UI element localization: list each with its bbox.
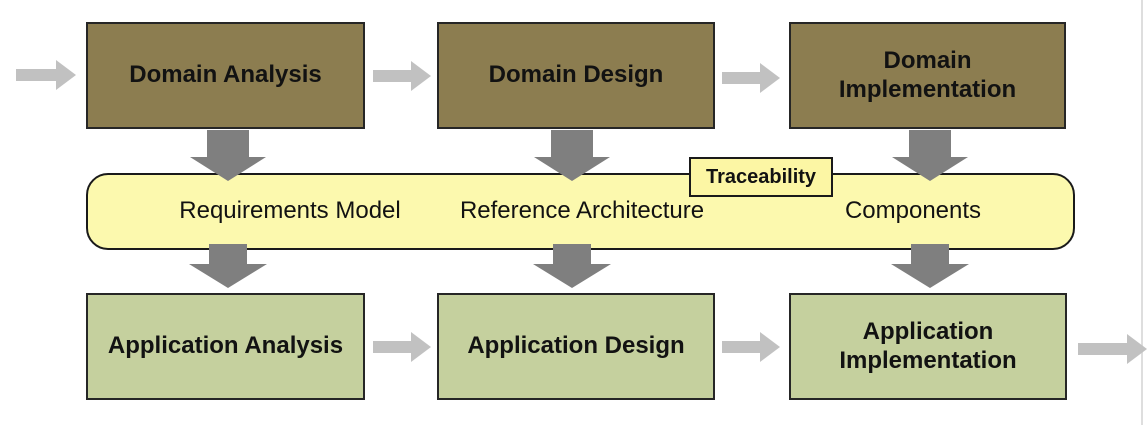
- arrow-right-exit-icon: [1078, 334, 1147, 364]
- arrow-right-application-analysis-to-design-icon: [373, 332, 431, 362]
- box-application-implementation: Application Implementation: [789, 293, 1067, 400]
- page-edge-line: [1141, 0, 1143, 425]
- arrow-right-domain-design-to-implementation-icon: [722, 63, 780, 93]
- arrow-right-entry-icon: [16, 60, 76, 90]
- arrow-right-application-design-to-implementation-icon: [722, 332, 780, 362]
- arrow-down-components-icon: [891, 244, 969, 288]
- band-label-requirements-model: Requirements Model: [179, 197, 401, 224]
- box-domain-design: Domain Design: [437, 22, 715, 129]
- arrow-down-reference-architecture-icon: [533, 244, 611, 288]
- arrow-down-domain-design-icon: [534, 130, 610, 181]
- arrow-down-domain-implementation-icon: [892, 130, 968, 181]
- arrow-down-requirements-model-icon: [189, 244, 267, 288]
- band-label-components: Components: [844, 197, 982, 224]
- box-domain-implementation: Domain Implementation: [789, 22, 1066, 129]
- traceability-tag: Traceability: [689, 157, 833, 197]
- arrow-right-domain-analysis-to-design-icon: [373, 61, 431, 91]
- box-application-analysis: Application Analysis: [86, 293, 365, 400]
- arrow-down-domain-analysis-icon: [190, 130, 266, 181]
- band-label-reference-architecture: Reference Architecture: [459, 197, 705, 224]
- box-domain-analysis: Domain Analysis: [86, 22, 365, 129]
- box-application-design: Application Design: [437, 293, 715, 400]
